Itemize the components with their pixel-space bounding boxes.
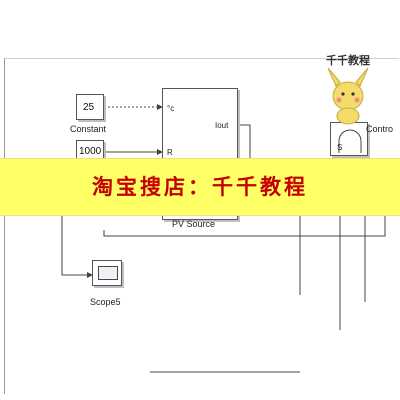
wire-iout-out bbox=[238, 124, 251, 160]
watermark-banner: 淘宝搜店：千千教程 bbox=[0, 158, 400, 216]
controller-port-s: S bbox=[337, 143, 343, 152]
controller-symbol bbox=[338, 129, 362, 153]
constant-label: Constant bbox=[70, 124, 107, 134]
pv-port-iout: Iout bbox=[215, 121, 229, 130]
scope5-label: Scope5 bbox=[90, 297, 121, 307]
mascot-icon bbox=[327, 67, 369, 125]
constant-block[interactable]: 25 bbox=[76, 94, 104, 120]
scope5-block[interactable] bbox=[92, 260, 122, 286]
diagram-area bbox=[4, 58, 399, 394]
controller-label: Contro bbox=[366, 124, 394, 134]
constant-value: 25 bbox=[83, 102, 95, 113]
pv-source-label: PV Source bbox=[172, 219, 216, 229]
watermark-banner-text: 淘宝搜店：千千教程 bbox=[92, 174, 308, 199]
logo-text: 千千教程 bbox=[326, 54, 370, 67]
step-value: 1000 bbox=[79, 146, 102, 157]
pv-port-temperature: °c bbox=[167, 104, 175, 113]
pv-port-r: R bbox=[167, 148, 173, 157]
mascot-logo: 千千教程 bbox=[318, 52, 378, 128]
scope-screen-icon bbox=[98, 266, 118, 280]
